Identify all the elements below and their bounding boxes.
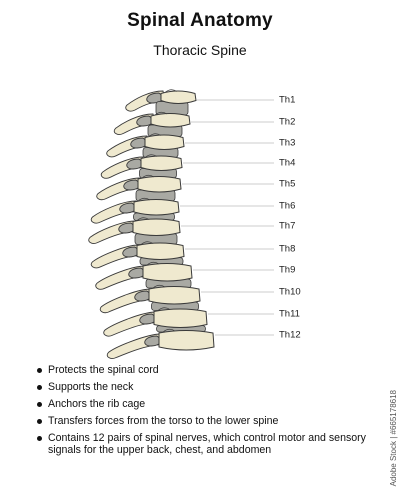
vertebral-body-th5 — [137, 176, 182, 193]
function-item-text: Protects the spinal cord — [48, 364, 159, 376]
bullet-icon — [37, 418, 42, 424]
vertebral-body-th7 — [132, 218, 181, 236]
function-item: Protects the spinal cord — [36, 364, 386, 377]
articular-facet — [152, 284, 166, 289]
vertebra-label-th5: Th5 — [279, 178, 296, 190]
vertebra-label-th8: Th8 — [279, 243, 296, 255]
vertebral-body-th2 — [150, 113, 191, 128]
vertebra-label-th2: Th2 — [279, 116, 296, 128]
articular-facet — [157, 307, 171, 311]
bullet-icon — [37, 368, 42, 373]
articular-facet — [148, 133, 162, 137]
function-item: Contains 12 pairs of spinal nerves, whic… — [36, 432, 386, 457]
vertebra-label-th3: Th3 — [279, 137, 296, 149]
vertebral-body-th8 — [136, 242, 185, 260]
stock-id: Adobe Stock | #665178618 — [389, 389, 398, 486]
vertebral-body-th3 — [144, 134, 185, 150]
articular-facet — [141, 174, 155, 179]
articular-facet — [144, 154, 158, 158]
function-item-text: Transfers forces from the torso to the l… — [48, 414, 279, 427]
function-item: Anchors the rib cage — [36, 398, 386, 411]
vertebra-label-th6: Th6 — [279, 200, 296, 212]
function-item-text: Contains 12 pairs of spinal nerves, whic… — [48, 431, 366, 457]
articular-facet — [162, 328, 176, 333]
articular-facet — [137, 197, 151, 202]
function-item-text: Anchors the rib cage — [48, 397, 146, 410]
articular-facet — [146, 261, 160, 266]
page-subtitle: Thoracic Spine — [153, 42, 247, 58]
vertebra-label-th11: Th11 — [279, 308, 300, 320]
articular-facet — [136, 217, 150, 221]
vertebra-label-th12: Th12 — [279, 329, 301, 341]
vertebral-body-th12 — [158, 330, 215, 351]
vertebra-label-th1: Th1 — [279, 94, 296, 106]
vertebra-label-th4: Th4 — [279, 157, 296, 169]
articular-facet — [140, 241, 154, 245]
function-item: Supports the neck — [36, 381, 386, 394]
bullet-icon — [37, 435, 42, 441]
thoracic-spine-drawing — [88, 89, 274, 359]
vertebral-body-th6 — [133, 199, 180, 216]
function-item: Transfers forces from the torso to the l… — [36, 415, 386, 428]
vertebral-body-th11 — [153, 308, 208, 328]
function-item-text: Supports the neck — [48, 380, 134, 393]
articular-facet — [154, 111, 168, 116]
vertebra-label-th7: Th7 — [279, 220, 296, 232]
vertebral-body-th10 — [148, 286, 201, 305]
vertebra-label-th9: Th9 — [279, 264, 296, 276]
articular-facet — [164, 89, 178, 93]
page-title: Spinal Anatomy — [127, 10, 273, 31]
vertebral-body-th9 — [142, 263, 193, 282]
vertebral-body-th4 — [140, 155, 183, 171]
bullet-icon — [37, 384, 42, 390]
vertebra-label-th10: Th10 — [279, 286, 301, 298]
bullet-icon — [37, 401, 42, 407]
vertebral-body-th1 — [160, 90, 197, 104]
